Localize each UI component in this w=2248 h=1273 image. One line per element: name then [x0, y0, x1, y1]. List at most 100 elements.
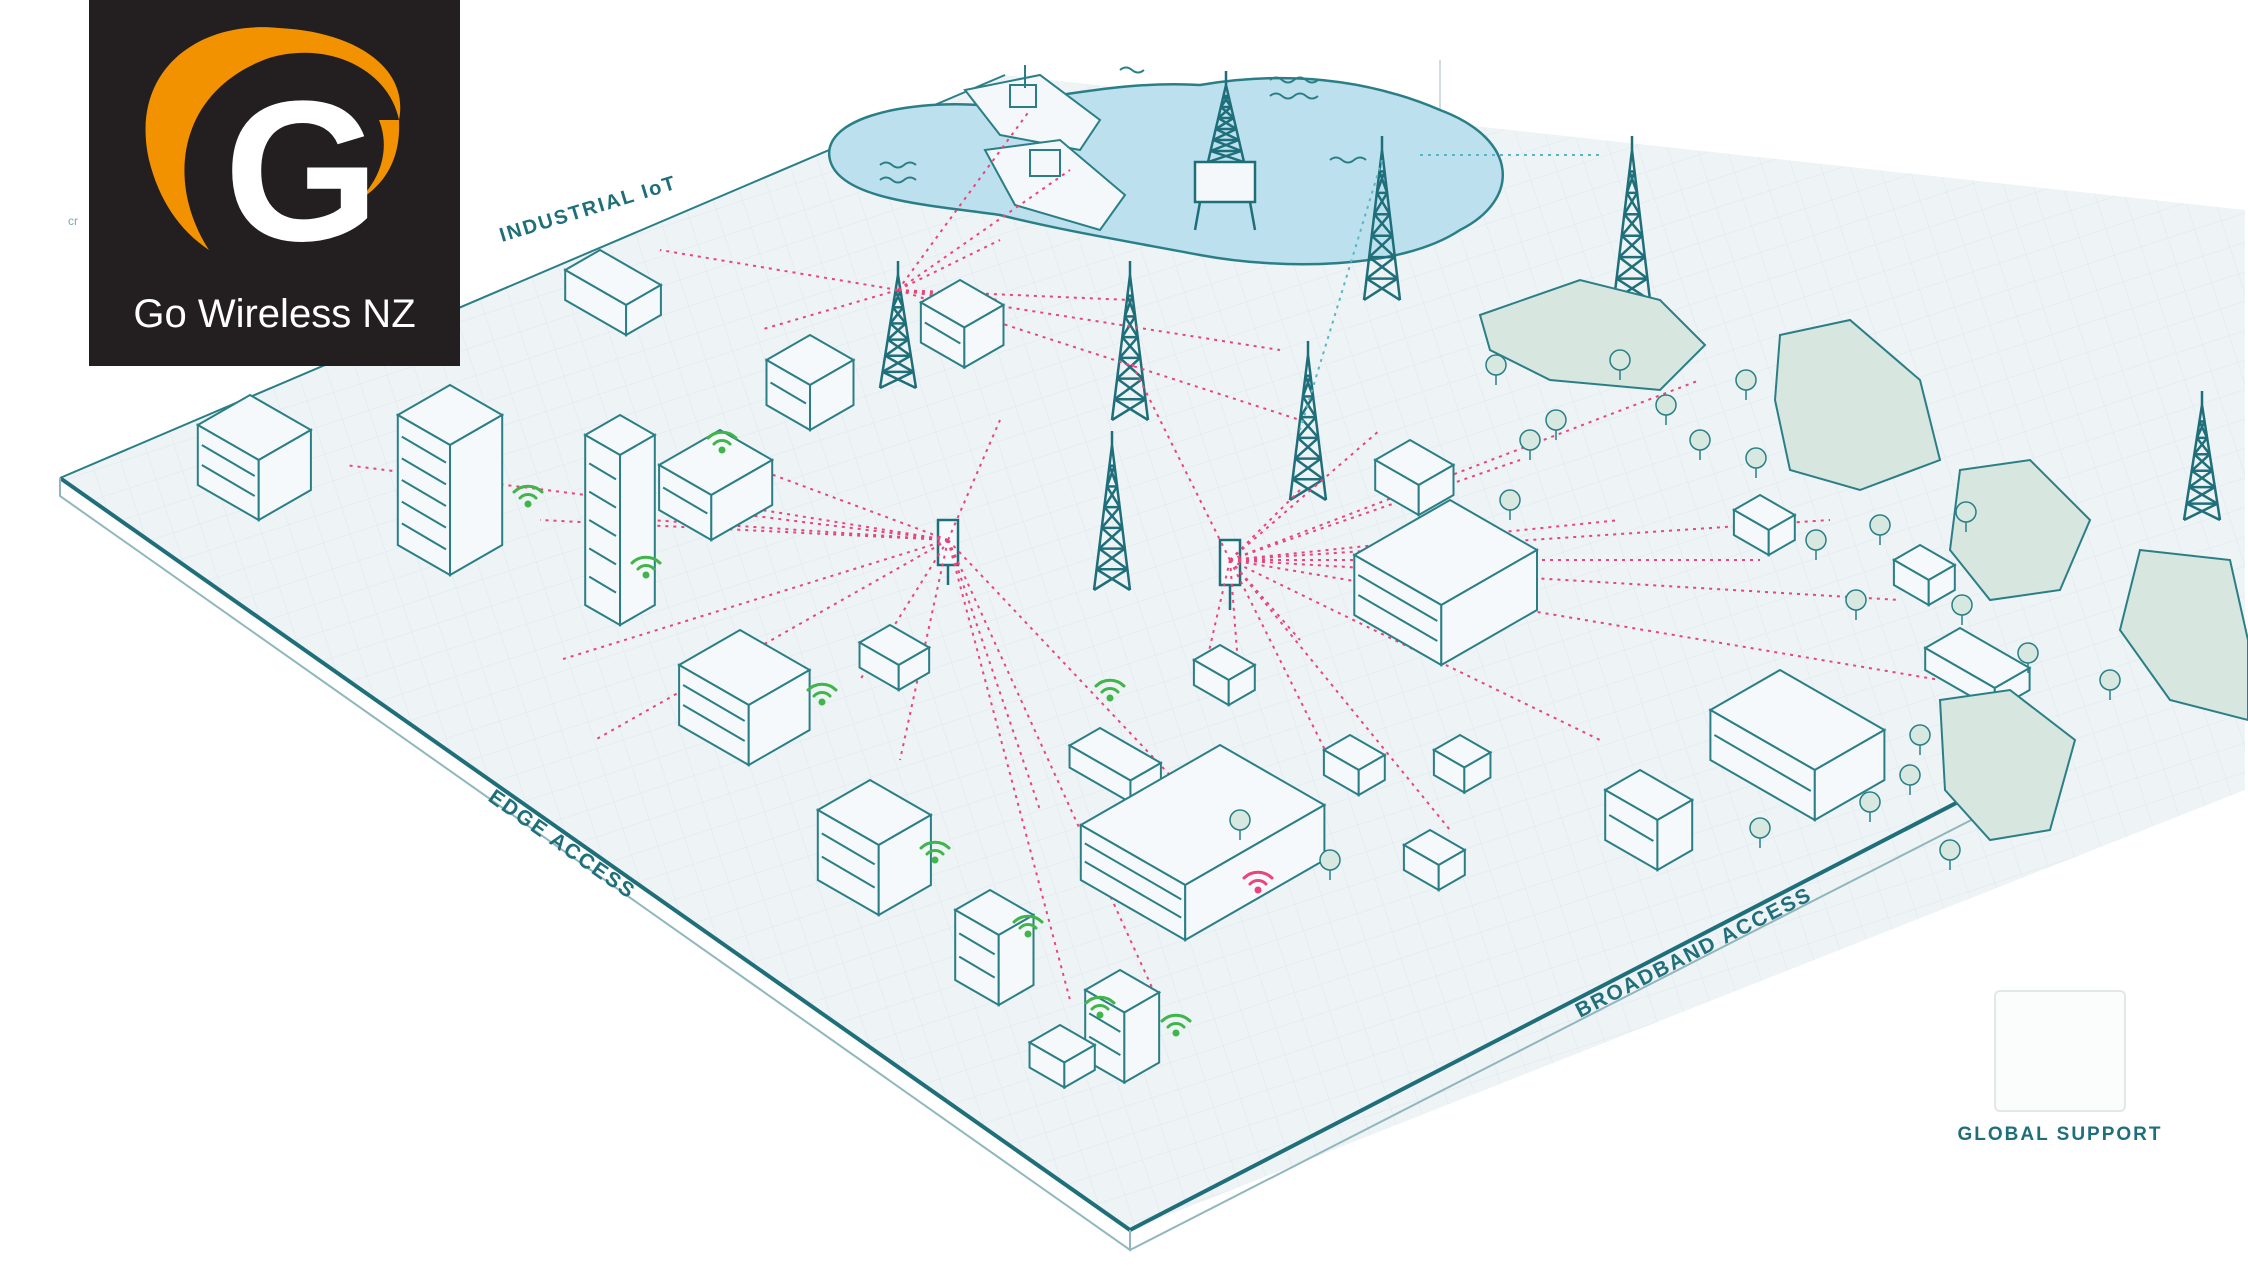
school: [1352, 498, 1540, 667]
lattice-tower: [1288, 341, 1328, 502]
link-ship: [897, 109, 1031, 291]
tree: [1899, 764, 1921, 795]
trees: [1229, 349, 2121, 880]
plant: [764, 333, 856, 432]
hospital: [815, 778, 933, 917]
tree: [1869, 514, 1891, 545]
tree: [1655, 394, 1677, 425]
link-broadband: [1229, 459, 1521, 561]
tree: [1909, 724, 1931, 755]
link-iot: [897, 289, 1131, 301]
cell-towers: [878, 71, 2222, 610]
link-broadband: [1229, 559, 1451, 831]
wifi-signals: [512, 430, 1274, 1037]
tree: [2017, 642, 2039, 673]
link-broadband: [1229, 519, 1621, 561]
hills: [1478, 278, 2248, 842]
kiosk: [857, 623, 932, 692]
wifi-icon: [1242, 870, 1274, 894]
cottage-2: [1891, 543, 1957, 607]
wifi-icon: [1012, 914, 1044, 938]
link-broadband: [1229, 489, 1301, 561]
house: [1321, 733, 1387, 797]
ship-lower: [983, 138, 1127, 232]
depot: [918, 278, 1006, 370]
link-edge: [947, 539, 1161, 1006]
office-round: [395, 383, 505, 577]
ship-upper: [963, 65, 1102, 152]
partial-cloud-label: cr: [68, 214, 78, 228]
wifi-icon: [706, 430, 738, 454]
tree: [1951, 594, 1973, 625]
tree: [1485, 354, 1507, 385]
link-broadband: [1229, 559, 1331, 761]
link-broadband: [1229, 559, 1241, 691]
warehouse: [1708, 668, 1887, 822]
wifi-icon: [919, 840, 951, 864]
link-broadband: [1199, 559, 1231, 691]
tree: [1499, 489, 1521, 520]
tree: [1229, 809, 1251, 840]
link-iot: [659, 249, 899, 291]
tree: [1845, 589, 1867, 620]
tree: [1955, 501, 1977, 532]
lattice-tower: [1110, 261, 1150, 422]
g-swoosh-icon: G: [145, 27, 401, 283]
link-ship: [897, 239, 1001, 291]
lattice-tower: [2182, 391, 2222, 522]
low-office: [657, 428, 775, 542]
link-iot: [897, 289, 1301, 421]
global-support-label: GLOBAL SUPPORT: [1957, 1124, 2163, 1145]
factory: [195, 393, 313, 522]
wifi-icon: [806, 682, 838, 706]
link-broadband: [1229, 559, 1301, 641]
house: [1401, 828, 1467, 892]
tower-block: [583, 413, 657, 627]
wifi-icon: [512, 484, 544, 508]
tree: [1735, 369, 1757, 400]
house: [1191, 643, 1257, 707]
tree: [1609, 349, 1631, 380]
lattice-tower: [878, 261, 918, 390]
tree: [1689, 429, 1711, 460]
platform: [58, 60, 2245, 1252]
tree: [1745, 447, 1767, 478]
buildings: [195, 248, 2032, 1090]
tree: [1545, 409, 1567, 440]
link-edge: [559, 539, 949, 661]
wifi-icon: [1084, 995, 1116, 1019]
lattice-tower: [1206, 71, 1246, 164]
apartment: [953, 888, 1036, 1007]
gable-house: [677, 628, 812, 767]
link-broadband: [1229, 559, 1941, 681]
shop: [1027, 1023, 1097, 1090]
house-2: [1373, 438, 1456, 517]
go-wireless-logo: G Go Wireless NZ: [89, 0, 460, 366]
link-ship: [897, 169, 1071, 291]
global-support-card: [1994, 990, 2126, 1112]
logo-letter: G: [224, 60, 380, 283]
link-broadband: [1129, 359, 1231, 561]
backhaul-links: [1299, 154, 1600, 431]
wifi-icon: [1094, 678, 1126, 702]
link-broadband: [1229, 429, 1381, 561]
silos: [563, 248, 663, 337]
link-edge: [947, 419, 1001, 541]
tree: [1805, 529, 1827, 560]
wifi-icon: [1160, 1013, 1192, 1037]
cottage: [1731, 493, 1797, 557]
tree: [1749, 817, 1771, 848]
wifi-icon: [630, 555, 662, 579]
tree: [1519, 429, 1541, 460]
link-edge: [759, 469, 949, 541]
lattice-tower: [1362, 136, 1402, 302]
link-edge: [947, 539, 1251, 861]
tree: [1859, 791, 1881, 822]
apartment-2: [1083, 968, 1162, 1085]
offshore-platform: [1193, 160, 1257, 231]
tree: [1319, 849, 1341, 880]
modern-house: [1603, 768, 1695, 872]
tree: [2099, 669, 2121, 700]
